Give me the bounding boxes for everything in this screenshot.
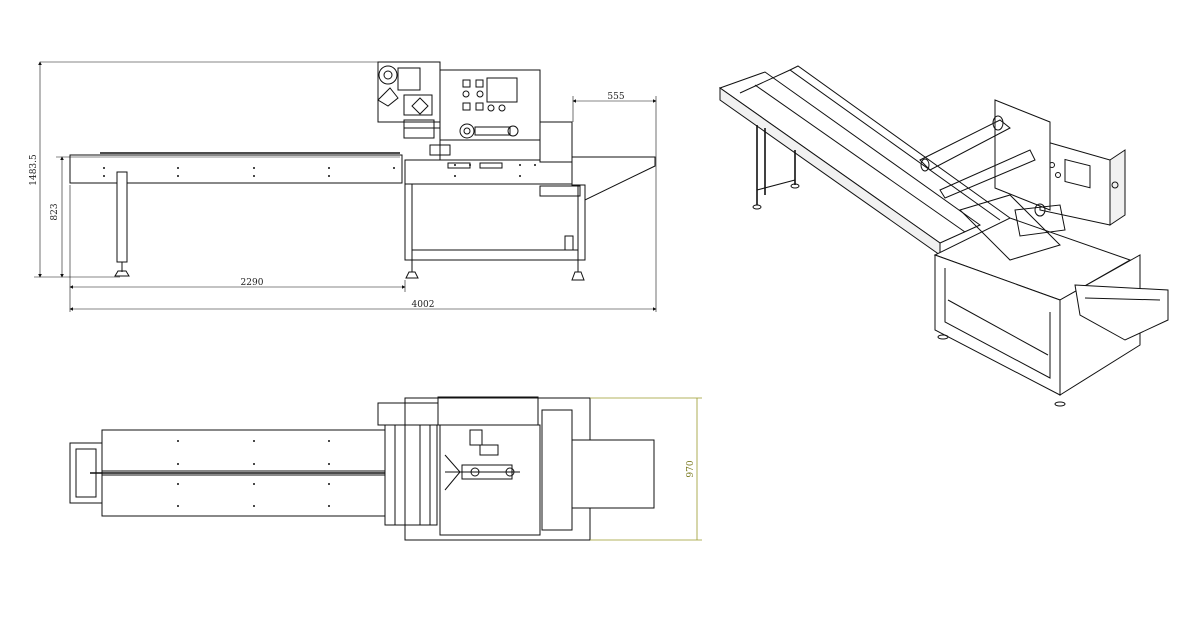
iso-control-screen bbox=[1064, 158, 1091, 189]
infeed-leg bbox=[116, 171, 128, 263]
button-1 bbox=[462, 79, 471, 88]
dim-width: 970 bbox=[686, 460, 696, 477]
drive-wheel bbox=[459, 123, 475, 139]
drive-shaft bbox=[461, 464, 513, 480]
isometric-view bbox=[718, 65, 1169, 407]
infeed-foot bbox=[114, 270, 130, 277]
film-roller bbox=[378, 65, 398, 85]
main-frame-top bbox=[404, 159, 586, 185]
main-foot-left bbox=[405, 271, 419, 279]
infeed-lower-lane bbox=[101, 474, 386, 517]
top-view: 970 bbox=[69, 396, 702, 541]
side-panel bbox=[541, 409, 573, 531]
iso-infeed-conveyor bbox=[718, 71, 982, 244]
top-sealer-cover bbox=[437, 396, 539, 426]
dim-infeed-length: 2290 bbox=[241, 278, 264, 288]
former-body bbox=[384, 424, 438, 526]
infeed-upper-lane bbox=[101, 429, 386, 472]
iso-sealing-head bbox=[994, 99, 1051, 211]
button-2 bbox=[475, 79, 484, 88]
outfeed-conveyor bbox=[571, 156, 656, 201]
dim-outfeed-length: 555 bbox=[607, 92, 624, 102]
infeed-bolts bbox=[103, 167, 395, 177]
iso-former bbox=[959, 194, 1061, 261]
front-dimensions bbox=[34, 61, 657, 312]
main-foot-right bbox=[571, 271, 585, 281]
width-dimension bbox=[590, 397, 702, 541]
film-roll-unit bbox=[377, 61, 441, 123]
front-view: 1483.5 823 555 2290 4002 bbox=[29, 61, 657, 312]
control-screen bbox=[486, 77, 518, 103]
crimper-diamond bbox=[411, 97, 429, 115]
dim-overall-height: 1483.5 bbox=[29, 154, 39, 186]
iso-film-roller bbox=[919, 119, 1011, 171]
former-top bbox=[377, 402, 441, 426]
main-frame bbox=[404, 183, 586, 261]
dim-overall-length: 4002 bbox=[412, 300, 435, 310]
outfeed-housing bbox=[539, 121, 573, 163]
outfeed-conveyor-plan bbox=[571, 439, 655, 509]
dim-table-height: 823 bbox=[50, 203, 60, 220]
control-box bbox=[439, 69, 541, 161]
infeed-end-frame bbox=[69, 442, 103, 504]
